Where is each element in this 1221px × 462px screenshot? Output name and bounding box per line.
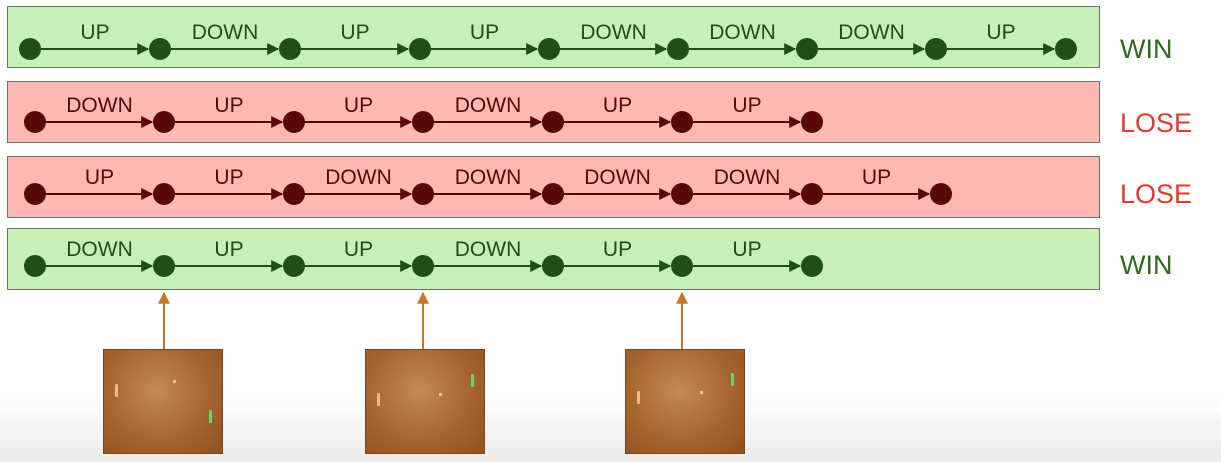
state-node: [149, 38, 171, 60]
action-label: DOWN: [455, 238, 522, 261]
action-label: UP: [862, 166, 891, 189]
action-label: UP: [603, 94, 632, 117]
game-frame-2: [365, 349, 485, 454]
state-node: [1055, 38, 1077, 60]
left-paddle-icon: [637, 391, 640, 404]
action-label: UP: [732, 238, 761, 261]
right-paddle-icon: [731, 373, 734, 386]
action-label: UP: [344, 238, 373, 261]
game-frame-1: [103, 349, 223, 454]
action-label: DOWN: [580, 21, 647, 44]
state-node: [671, 183, 693, 205]
action-label: DOWN: [455, 166, 522, 189]
state-node: [283, 183, 305, 205]
outcome-label-4: WIN: [1120, 250, 1173, 280]
state-node: [412, 183, 434, 205]
action-label: DOWN: [584, 166, 651, 189]
action-label: UP: [340, 21, 369, 44]
right-paddle-icon: [471, 374, 474, 387]
action-label: DOWN: [709, 21, 776, 44]
action-label: UP: [986, 21, 1015, 44]
state-node: [542, 183, 564, 205]
state-node: [279, 38, 301, 60]
state-node: [801, 183, 823, 205]
state-node: [153, 255, 175, 277]
outcome-label-1: WIN: [1120, 34, 1173, 64]
state-node: [671, 255, 693, 277]
state-node: [542, 255, 564, 277]
action-label: DOWN: [325, 166, 392, 189]
state-node: [24, 111, 46, 133]
state-node: [283, 111, 305, 133]
action-label: UP: [214, 238, 243, 261]
state-node: [542, 111, 564, 133]
state-node: [409, 38, 431, 60]
action-label: UP: [85, 166, 114, 189]
game-frame-3: [625, 349, 745, 454]
state-node: [801, 111, 823, 133]
left-paddle-icon: [377, 393, 380, 406]
state-node: [283, 255, 305, 277]
ball-icon: [439, 393, 442, 396]
state-node: [925, 38, 947, 60]
action-label: DOWN: [714, 166, 781, 189]
state-node: [538, 38, 560, 60]
action-label: UP: [344, 94, 373, 117]
outcome-label-2: LOSE: [1120, 108, 1193, 138]
action-label: UP: [214, 166, 243, 189]
state-node: [412, 255, 434, 277]
action-label: UP: [732, 94, 761, 117]
state-node: [801, 255, 823, 277]
action-label: DOWN: [838, 21, 905, 44]
left-paddle-icon: [115, 384, 118, 397]
action-label: UP: [80, 21, 109, 44]
action-label: DOWN: [66, 94, 133, 117]
right-paddle-icon: [209, 410, 212, 423]
state-node: [412, 111, 434, 133]
state-node: [153, 183, 175, 205]
ball-icon: [173, 380, 176, 383]
state-node: [24, 183, 46, 205]
state-node: [667, 38, 689, 60]
outcome-label-3: LOSE: [1120, 179, 1193, 209]
ball-icon: [700, 391, 703, 394]
action-label: DOWN: [66, 238, 133, 261]
state-node: [24, 255, 46, 277]
state-node: [671, 111, 693, 133]
action-label: UP: [603, 238, 632, 261]
action-label: UP: [214, 94, 243, 117]
state-node: [153, 111, 175, 133]
state-node: [19, 38, 41, 60]
action-label: DOWN: [455, 94, 522, 117]
action-label: DOWN: [192, 21, 259, 44]
action-label: UP: [470, 21, 499, 44]
state-node: [796, 38, 818, 60]
state-node: [930, 183, 952, 205]
